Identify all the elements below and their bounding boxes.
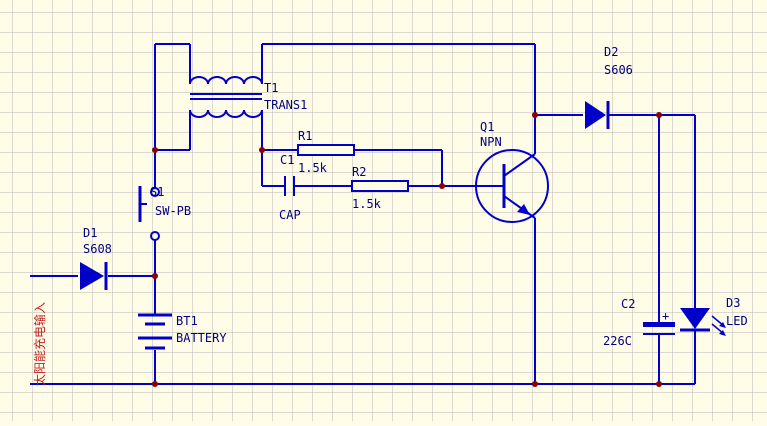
d3-value: LED xyxy=(726,314,748,328)
q1-designator: Q1 xyxy=(480,120,494,134)
d1-designator: D1 xyxy=(83,226,97,240)
junction xyxy=(152,273,158,279)
d2-value: S606 xyxy=(604,63,633,77)
junction xyxy=(152,147,158,153)
junction xyxy=(259,147,265,153)
c2-designator: C2 xyxy=(621,297,635,311)
c1-value: CAP xyxy=(279,208,301,222)
resistor-r2 xyxy=(351,180,409,192)
junction xyxy=(532,112,538,118)
resistor-r1 xyxy=(297,144,355,156)
transistor-q1 xyxy=(475,146,549,223)
solar-input-label: 太阳能充电输入 xyxy=(32,302,47,386)
t1-secondary-coil xyxy=(189,109,263,118)
t1-primary-coil xyxy=(189,76,263,85)
bt1-designator: BT1 xyxy=(176,314,198,328)
c2-value: 226C xyxy=(603,334,632,348)
c2-positive-plate xyxy=(643,322,675,327)
junction xyxy=(152,381,158,387)
capacitor-c2 xyxy=(643,322,675,335)
junction xyxy=(656,381,662,387)
led-d3 xyxy=(680,308,726,336)
pushbutton-s1 xyxy=(138,186,160,241)
junction xyxy=(656,112,662,118)
s1-value: SW-PB xyxy=(155,204,191,218)
q1-collector-lead xyxy=(503,153,536,177)
capacitor-c1 xyxy=(284,176,295,196)
s1-contact xyxy=(150,231,160,241)
r2-designator: R2 xyxy=(352,165,366,179)
c2-plus-sign: + xyxy=(662,309,669,323)
q1-body xyxy=(475,149,549,223)
d3-designator: D3 xyxy=(726,296,740,310)
s1-contact xyxy=(150,187,160,197)
d1-value: S608 xyxy=(83,242,112,256)
transformer-t1 xyxy=(189,76,263,118)
junction xyxy=(439,183,445,189)
d3-triangle xyxy=(680,308,710,329)
wires xyxy=(30,43,696,385)
bt1-value: BATTERY xyxy=(176,331,227,345)
q1-value: NPN xyxy=(480,135,502,149)
diode-d2 xyxy=(585,101,610,129)
d1-triangle xyxy=(80,262,104,290)
d2-triangle xyxy=(585,101,606,129)
r2-value: 1.5k xyxy=(352,197,382,211)
t1-value: TRANS1 xyxy=(264,98,307,112)
battery-bt1 xyxy=(138,313,172,350)
diode-d1 xyxy=(80,262,108,290)
junctions xyxy=(152,112,662,387)
q1-emitter-arrow xyxy=(517,204,530,215)
d2-designator: D2 xyxy=(604,45,618,59)
q1-emitter-lead xyxy=(503,195,536,219)
junction xyxy=(532,381,538,387)
t1-designator: T1 xyxy=(264,81,278,95)
s1-designator: S1 xyxy=(150,185,164,199)
c1-designator: C1 xyxy=(280,153,294,167)
r1-value: 1.5k xyxy=(298,161,328,175)
r1-designator: R1 xyxy=(298,129,312,143)
